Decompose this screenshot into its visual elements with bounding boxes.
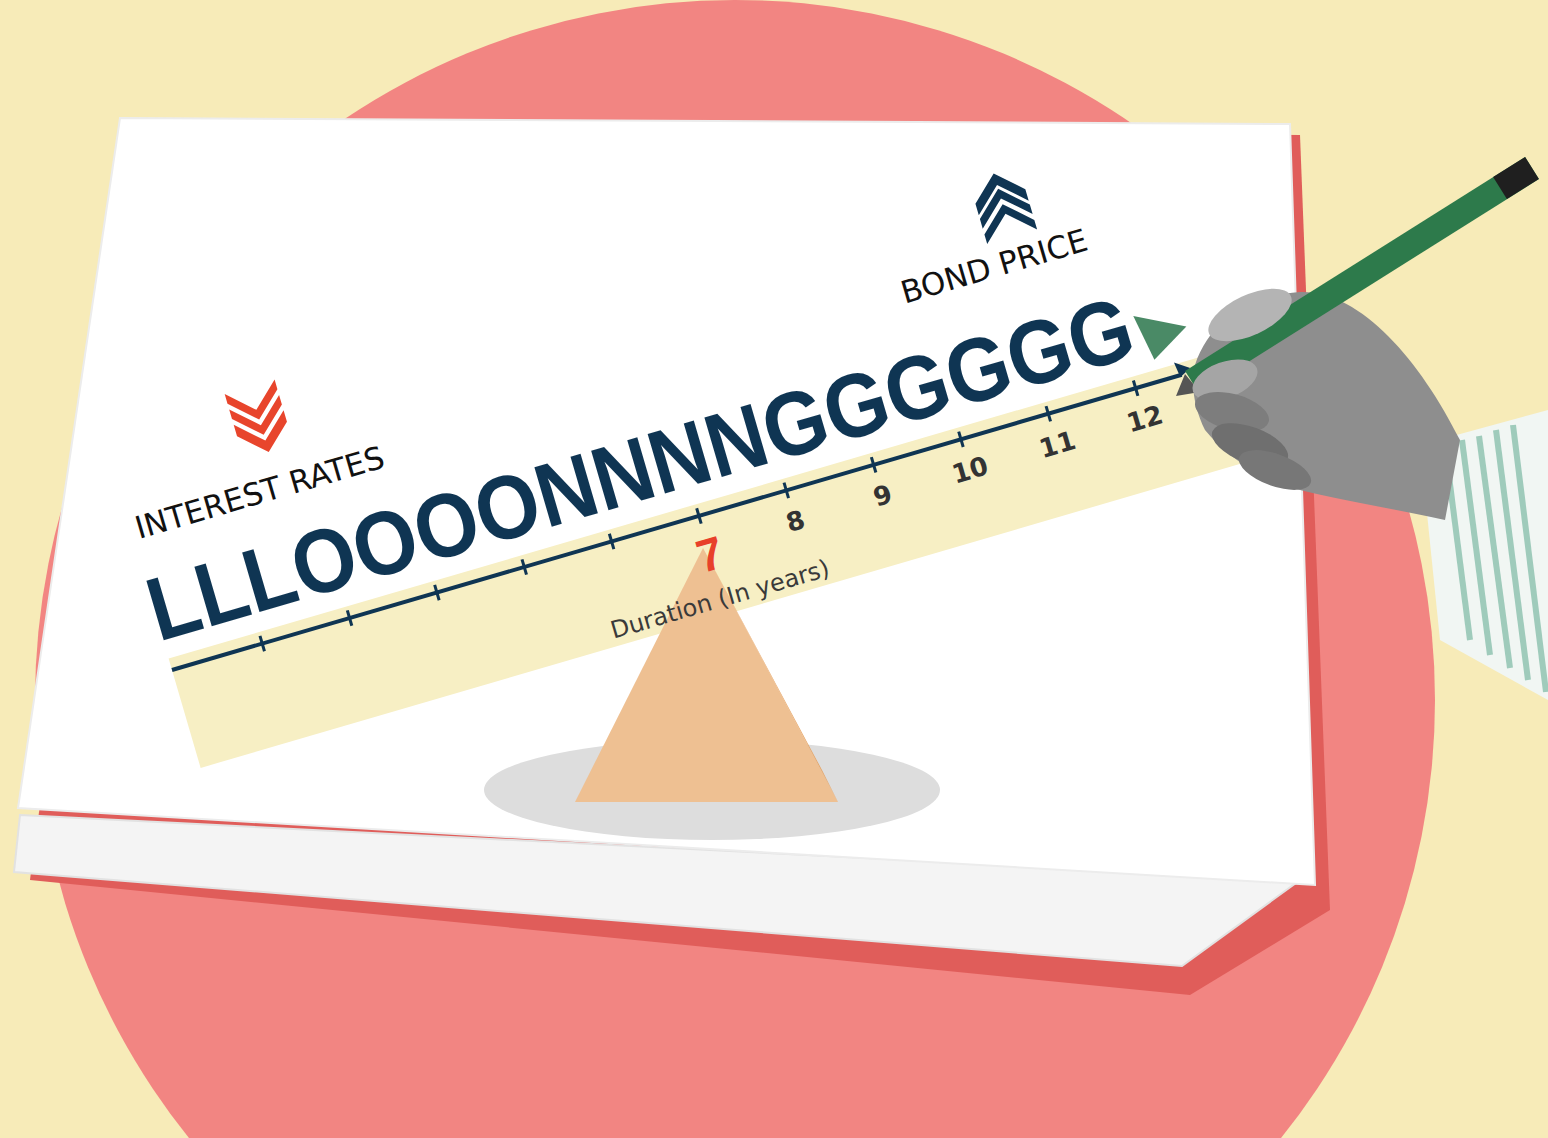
down-chevrons (225, 380, 294, 460)
sleeve-stripes (1445, 425, 1546, 692)
green-arrowhead (1133, 303, 1193, 363)
thumb (1201, 278, 1299, 352)
paper-sheet (18, 118, 1315, 885)
fulcrum (575, 548, 838, 802)
finger (1234, 442, 1316, 498)
beam (102, 130, 1201, 678)
up-chevrons (969, 166, 1037, 244)
pencil (1192, 168, 1532, 382)
pencil-end (1500, 168, 1532, 188)
